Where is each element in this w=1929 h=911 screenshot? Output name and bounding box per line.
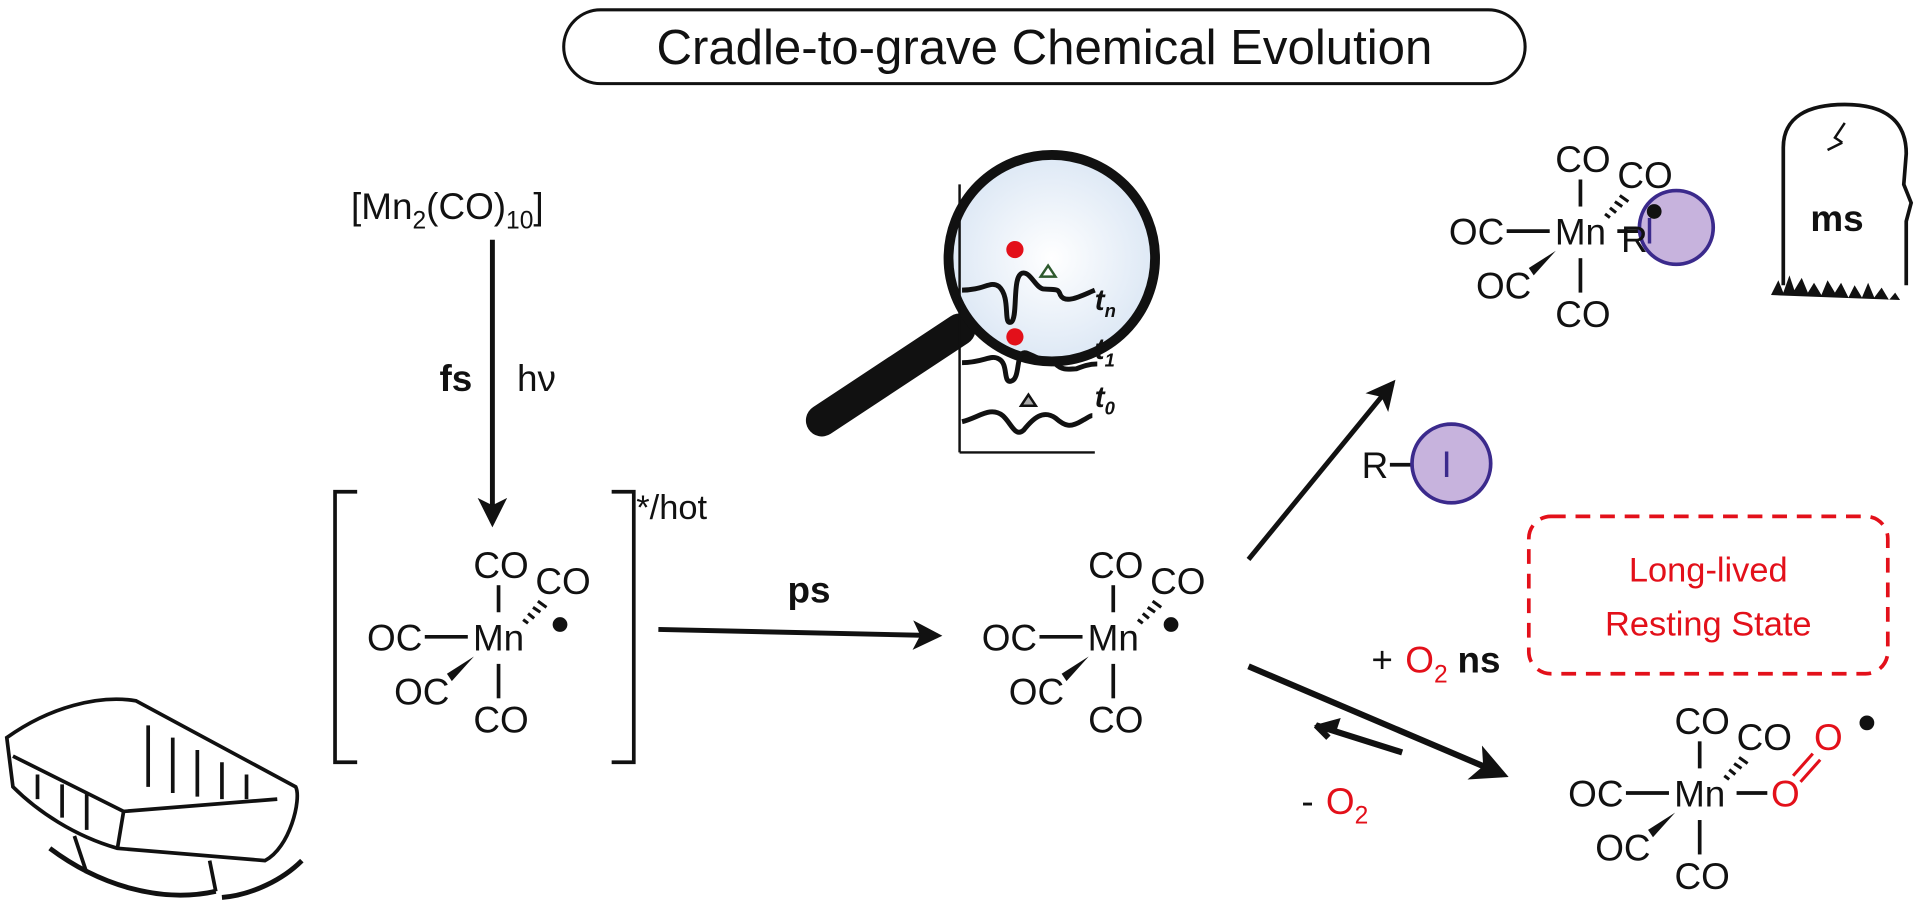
svg-text:I: I — [1644, 210, 1654, 251]
spectrum-label-t1: t1 — [1095, 333, 1115, 370]
svg-text:Resting State: Resting State — [1605, 606, 1812, 644]
svg-text:O: O — [1771, 773, 1800, 814]
iodide-arrow — [1246, 379, 1396, 561]
oxygen-remove-label: -O2 — [1301, 781, 1368, 830]
spectrum-label-t0: t0 — [1095, 381, 1116, 418]
excited-label: */hot — [636, 489, 707, 527]
excited-complex — [365, 542, 593, 743]
ps-arrow — [658, 620, 943, 650]
precursor-formula: [Mn2(CO)10] — [351, 186, 544, 235]
iodide-complex: I — [1447, 137, 1716, 337]
title-box: Cradle-to-grave Chemical Evolution — [562, 8, 1527, 86]
radical-dot — [1859, 715, 1875, 731]
right-bracket — [611, 489, 636, 765]
magnifier-icon: tn t1 t0 — [805, 149, 1160, 454]
radical-dot — [552, 617, 568, 632]
radical-complex — [979, 542, 1208, 743]
ps-label: ps — [787, 569, 830, 610]
tombstone-label: ms — [1810, 198, 1863, 239]
left-bracket — [333, 489, 358, 765]
svg-text:I: I — [1442, 444, 1452, 485]
alkyl-iodide: R I — [1362, 422, 1493, 505]
peroxy-complex: O O — [1566, 699, 1875, 899]
fs-label: fs — [440, 358, 473, 399]
cradle-icon — [4, 697, 304, 900]
spectrum-label-tn: tn — [1095, 284, 1116, 321]
svg-text:R: R — [1362, 445, 1389, 486]
radical-dot — [1163, 617, 1179, 632]
hv-label: hν — [517, 358, 556, 399]
svg-text:Long-lived: Long-lived — [1629, 552, 1788, 590]
title: Cradle-to-grave Chemical Evolution — [656, 20, 1432, 75]
oxygen-forward-arrow — [1247, 663, 1509, 780]
tombstone-icon: ms — [1770, 102, 1914, 300]
radical-dot — [1646, 204, 1662, 219]
svg-text:O: O — [1814, 717, 1843, 758]
alkyl-radical: R — [1621, 219, 1648, 260]
resting-state-box: Long-lived Resting State — [1526, 514, 1890, 676]
